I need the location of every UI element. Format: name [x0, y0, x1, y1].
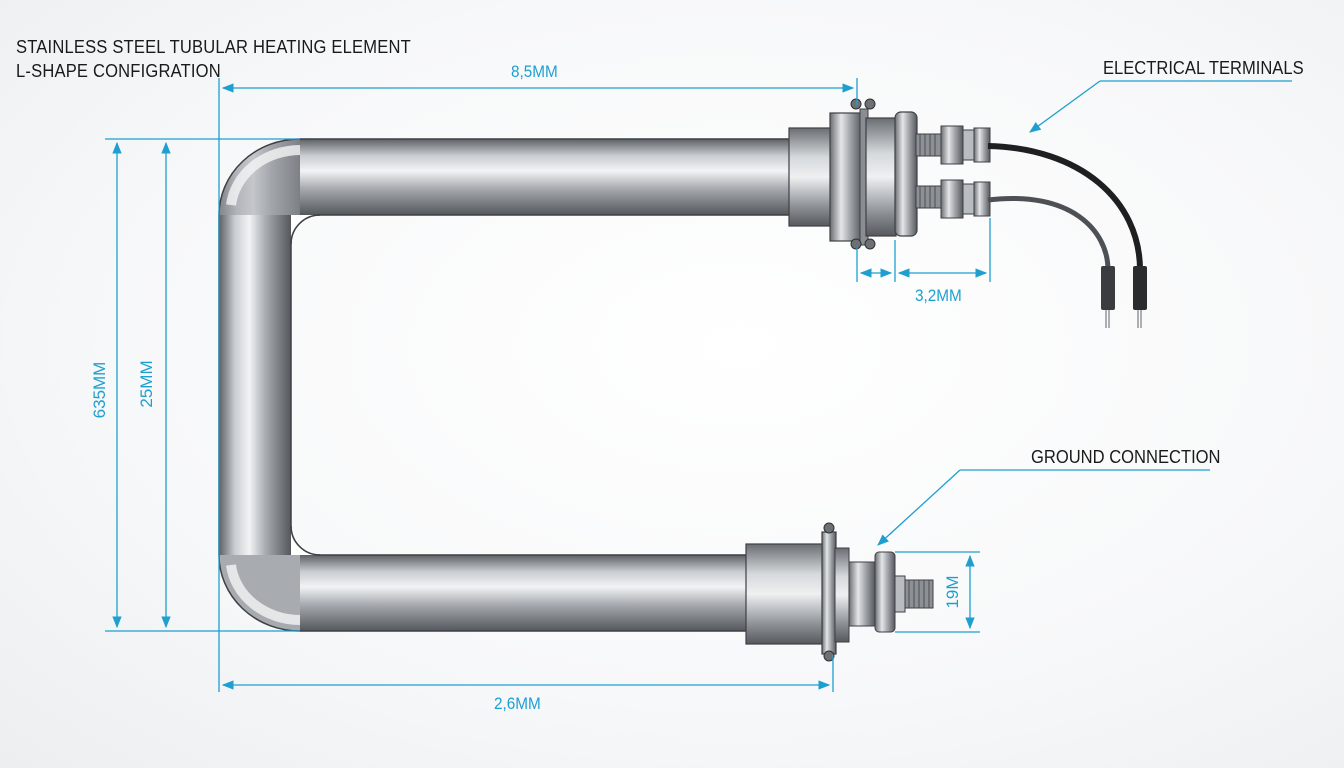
top-length-dimension: 8,5MM	[511, 62, 558, 81]
dimension-lines	[105, 78, 1292, 692]
title-line-2: L-SHAPE CONFIGRATION	[16, 61, 221, 81]
outer-height-dimension: 635MM	[90, 361, 109, 419]
upper-terminal-housing	[788, 98, 991, 250]
tubular-element	[218, 138, 795, 632]
terminal-wires	[987, 143, 1147, 328]
inner-height-dimension: 25MM	[137, 360, 156, 408]
ground-housing	[745, 522, 934, 662]
terminal-gap-dimension: 3,2MM	[915, 286, 962, 305]
electrical-terminals-label: ELECTRICAL TERMINALS	[1103, 58, 1304, 78]
bottom-length-dimension: 2,6MM	[494, 694, 541, 713]
title-line-1: STAINLESS STEEL TUBULAR HEATING ELEMENT	[16, 37, 411, 57]
stud-height-dimension: 19M	[943, 575, 962, 609]
ground-connection-label: GROUND CONNECTION	[1031, 447, 1221, 467]
